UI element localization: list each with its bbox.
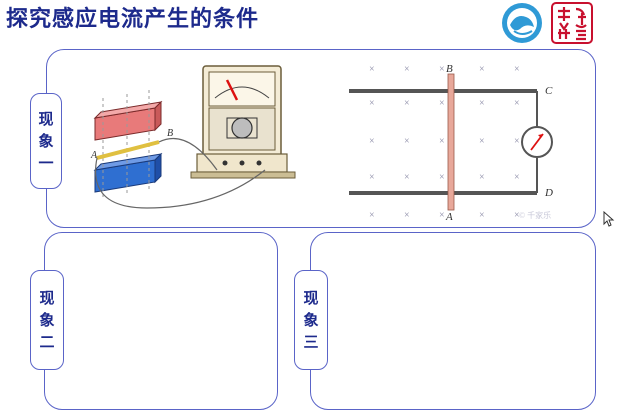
- magnet-icon: [93, 90, 163, 198]
- phenomenon-1-panel: A B × × × × × × × × × × × × × × × × × × …: [46, 49, 596, 228]
- svg-text:×: ×: [369, 172, 375, 183]
- rail-top: [349, 89, 537, 93]
- svg-text:×: ×: [514, 210, 520, 221]
- svg-text:×: ×: [404, 64, 410, 75]
- svg-text:×: ×: [479, 64, 485, 75]
- mouse-pointer-icon: [603, 211, 615, 227]
- svg-text:×: ×: [479, 172, 485, 183]
- svg-text:×: ×: [514, 172, 520, 183]
- node-label-C: C: [545, 85, 553, 97]
- circuit-figure: × × × × × × × × × × × × × × × × × × × × …: [349, 63, 553, 223]
- node-label-D: D: [544, 187, 553, 199]
- svg-text:×: ×: [369, 64, 375, 75]
- svg-text:×: ×: [514, 64, 520, 75]
- svg-text:×: ×: [514, 136, 520, 147]
- sliding-rod: [447, 73, 455, 211]
- svg-text:×: ×: [479, 210, 485, 221]
- phenomenon-1-label: 现 象 一: [30, 93, 62, 189]
- svg-text:×: ×: [439, 172, 445, 183]
- phenomenon-2-label: 现 象 二: [30, 270, 64, 370]
- phenomenon-3-label: 现 象 三: [294, 270, 328, 370]
- conductor-rod: [96, 140, 160, 160]
- apparatus-figure: A B: [90, 65, 296, 209]
- svg-text:×: ×: [514, 98, 520, 109]
- svg-text:×: ×: [404, 210, 410, 221]
- phenomenon-3-panel: [310, 232, 596, 410]
- rail-bottom: [349, 191, 537, 195]
- svg-text:×: ×: [369, 136, 375, 147]
- school-emblem-icon: [500, 1, 544, 45]
- calligraphy-seal-icon: [550, 1, 594, 45]
- svg-text:×: ×: [439, 98, 445, 109]
- label-A: A: [90, 150, 98, 161]
- svg-text:×: ×: [479, 136, 485, 147]
- svg-text:×: ×: [479, 98, 485, 109]
- svg-text:×: ×: [404, 136, 410, 147]
- svg-text:×: ×: [439, 210, 445, 221]
- svg-text:×: ×: [404, 98, 410, 109]
- page-title: 探究感应电流产生的条件: [6, 7, 260, 32]
- svg-text:×: ×: [369, 98, 375, 109]
- watermark: © 千家乐: [519, 210, 551, 220]
- rod-label-A: A: [445, 211, 453, 223]
- galvanometer-icon: [190, 65, 296, 179]
- magnetic-field-grid: × × × × × × × × × × × × × × × × × × × × …: [369, 64, 520, 221]
- svg-text:×: ×: [439, 136, 445, 147]
- svg-text:×: ×: [439, 64, 445, 75]
- svg-text:×: ×: [404, 172, 410, 183]
- phenomenon-2-panel: [44, 232, 278, 410]
- svg-text:×: ×: [369, 210, 375, 221]
- label-B: B: [167, 128, 173, 139]
- rod-label-B: B: [446, 63, 453, 75]
